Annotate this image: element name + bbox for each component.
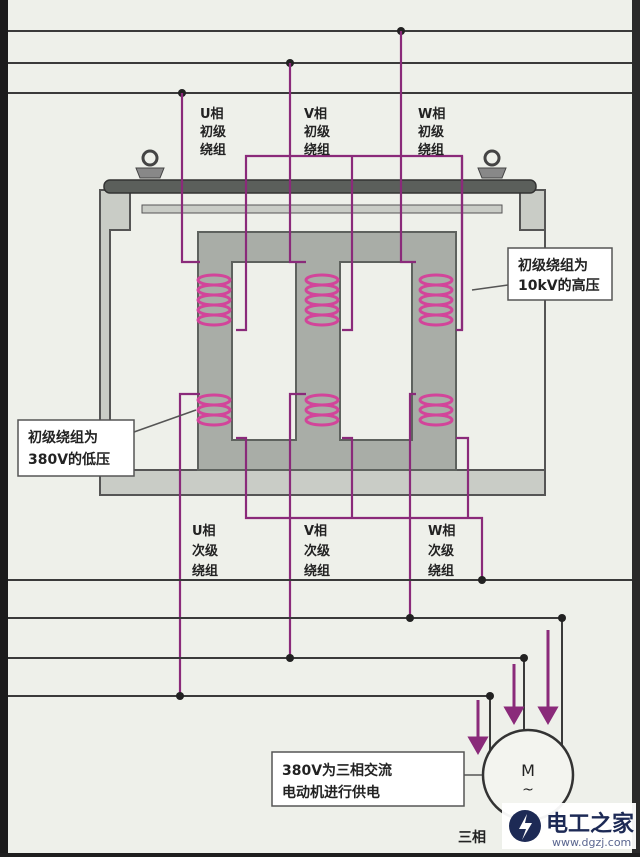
motor: M ~ (481, 728, 575, 822)
motor-tilde: ~ (522, 782, 534, 798)
lifting-bar (103, 179, 537, 194)
u-primary-label-2: 初级 (200, 124, 227, 140)
callout-motor-line-1: 380V为三相交流 (282, 762, 392, 779)
u-secondary-coil-icon (196, 393, 232, 427)
v-primary-label-3: 绕组 (304, 142, 330, 158)
w-secondary-coil-icon (418, 393, 454, 427)
callout-motor-supply: 380V为三相交流 电动机进行供电 (271, 751, 482, 807)
left-hook-base-icon (135, 167, 165, 179)
w-secondary-label-1: W相 (428, 523, 455, 539)
v-secondary-coil-icon (304, 393, 340, 427)
v-primary-lead-in (288, 63, 306, 264)
callout-box (17, 419, 135, 477)
v-primary-lead-out (342, 156, 354, 332)
bottom-caption: 三相 (458, 829, 486, 846)
w-primary-lead-in (399, 31, 416, 264)
callout-high-voltage: 初级绕组为 10kV的高压 (471, 247, 613, 301)
right-hook-base-icon (477, 167, 507, 179)
callout-high-line-1: 初级绕组为 (518, 257, 588, 274)
v-secondary-label-1: V相 (304, 523, 327, 539)
w-secondary-label-2: 次级 (428, 543, 455, 559)
secondary-winding-wires (178, 392, 484, 696)
u-primary-coil-icon (196, 273, 232, 327)
v-secondary-neutral (342, 436, 354, 518)
u-primary-lead-in (180, 93, 200, 264)
u-secondary-neutral (236, 436, 484, 580)
junction-dot (478, 576, 486, 584)
w-primary-label-2: 初级 (418, 124, 445, 140)
v-primary-coil-icon (304, 273, 340, 327)
u-primary-label-3: 绕组 (200, 142, 226, 158)
transformer-tank (99, 189, 546, 496)
junction-dot (406, 614, 414, 622)
callout-box (507, 247, 613, 301)
lightning-bolt-icon (519, 814, 532, 840)
v-primary-label-1: V相 (304, 106, 327, 122)
callout-low-line-2: 380V的低压 (28, 451, 110, 468)
motor-symbol: M (521, 761, 535, 780)
arrow-head-icon (537, 706, 559, 726)
w-primary-label-1: W相 (418, 106, 445, 122)
low-voltage-bus (8, 579, 632, 760)
secondary-labels: U相 次级 绕组 V相 次级 绕组 W相 次级 绕组 (192, 523, 455, 579)
v-primary-label-2: 初级 (304, 124, 331, 140)
right-lifting-hook-icon (483, 149, 501, 167)
u-secondary-label-3: 绕组 (192, 563, 218, 579)
arrow-head-icon (503, 706, 525, 726)
u-secondary-label-2: 次级 (192, 543, 219, 559)
watermark-brand: 电工之家 (546, 811, 635, 837)
callout-motor-line-2: 电动机进行供电 (282, 784, 380, 801)
u-secondary-lead (178, 392, 200, 696)
iron-core (197, 231, 457, 471)
callout-low-voltage: 初级绕组为 380V的低压 (17, 409, 197, 477)
v-secondary-label-3: 绕组 (304, 563, 330, 579)
high-voltage-bus (8, 30, 632, 94)
w-primary-label-3: 绕组 (418, 142, 444, 158)
primary-winding-wires (180, 31, 464, 332)
w-secondary-neutral (456, 436, 470, 518)
junction-dot (286, 654, 294, 662)
u-secondary-label-1: U相 (192, 523, 216, 539)
junction-dot (558, 614, 566, 622)
u-primary-label-1: U相 (200, 106, 224, 122)
lv-bus-junctions (176, 576, 566, 700)
lifting-assembly (103, 149, 537, 194)
callout-high-line-2: 10kV的高压 (518, 277, 600, 294)
v-secondary-label-2: 次级 (304, 543, 331, 559)
current-arrows (467, 630, 559, 756)
w-secondary-label-3: 绕组 (428, 563, 454, 579)
arrow-head-icon (467, 736, 489, 756)
callout-box (271, 751, 465, 807)
left-border (0, 0, 8, 853)
coils (196, 273, 454, 427)
junction-dot (486, 692, 494, 700)
w-primary-coil-icon (418, 273, 454, 327)
junction-dot (520, 654, 528, 662)
junction-dot (176, 692, 184, 700)
left-lifting-hook-icon (141, 149, 159, 167)
tank-outline (99, 189, 546, 496)
right-border (632, 0, 640, 853)
primary-labels: U相 初级 绕组 V相 初级 绕组 W相 初级 绕组 (200, 106, 445, 158)
watermark: 电工之家 www.dgzj.com (502, 803, 636, 849)
core-shape (197, 231, 457, 471)
callout-pointer (133, 409, 197, 433)
watermark-url: www.dgzj.com (552, 836, 631, 849)
v-secondary-lead (288, 392, 306, 658)
tank-top-plate (141, 204, 503, 214)
w-secondary-lead (408, 392, 416, 618)
callout-pointer (471, 284, 509, 291)
callout-low-line-1: 初级绕组为 (28, 429, 98, 446)
